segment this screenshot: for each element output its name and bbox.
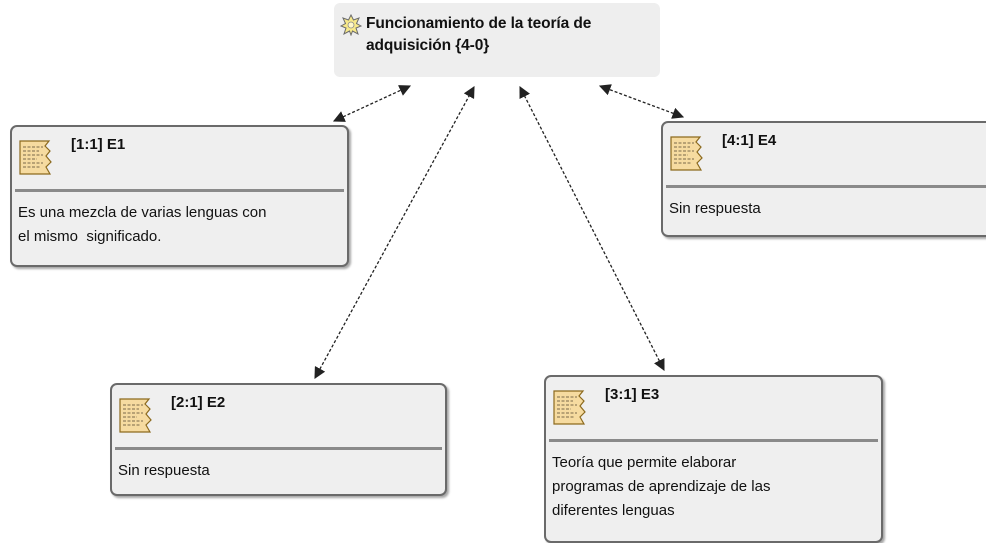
quotation-e2[interactable]: [2:1] E2 Sin respuesta xyxy=(110,383,447,496)
quotation-header: [1:1] E1 xyxy=(12,127,347,189)
divider xyxy=(115,447,442,450)
quotation-text: Sin respuesta xyxy=(669,200,761,217)
quotation-id: [3:1] E3 xyxy=(605,386,660,403)
quotation-id: [1:1] E1 xyxy=(71,136,126,153)
quotation-e4[interactable]: [4:1] E4 Sin respuesta xyxy=(661,121,986,237)
quotation-header: [3:1] E3 xyxy=(546,377,881,439)
quotation-id: [4:1] E4 xyxy=(722,132,777,149)
code-title: Funcionamiento de la teoría de adquisici… xyxy=(366,13,654,57)
divider xyxy=(549,439,878,442)
document-icon xyxy=(119,398,152,433)
divider xyxy=(15,189,344,192)
quotation-header: [4:1] E4 xyxy=(663,123,986,185)
document-icon xyxy=(19,140,52,175)
code-title-line-1: Funcionamiento de la teoría de xyxy=(366,15,592,32)
document-icon xyxy=(553,390,586,425)
link-e4[interactable] xyxy=(598,84,685,119)
quotation-header: [2:1] E2 xyxy=(112,385,445,447)
document-icon xyxy=(670,136,703,171)
quotation-e3[interactable]: [3:1] E3 Teoría que permite elaborar pro… xyxy=(544,375,883,543)
code-node[interactable]: Funcionamiento de la teoría de adquisici… xyxy=(334,3,660,77)
quotation-id: [2:1] E2 xyxy=(171,394,226,411)
code-star-icon xyxy=(340,14,362,36)
quotation-text: Es una mezcla de varias lenguas con el m… xyxy=(18,204,267,245)
divider xyxy=(666,185,986,188)
link-e3[interactable] xyxy=(519,85,665,372)
quotation-e1[interactable]: [1:1] E1 Es una mezcla de varias lenguas… xyxy=(10,125,349,267)
code-title-line-2: adquisición {4-0} xyxy=(366,37,490,54)
quotation-text: Teoría que permite elaborar programas de… xyxy=(552,454,771,519)
quotation-text: Sin respuesta xyxy=(118,462,210,479)
link-e1[interactable] xyxy=(332,85,412,122)
